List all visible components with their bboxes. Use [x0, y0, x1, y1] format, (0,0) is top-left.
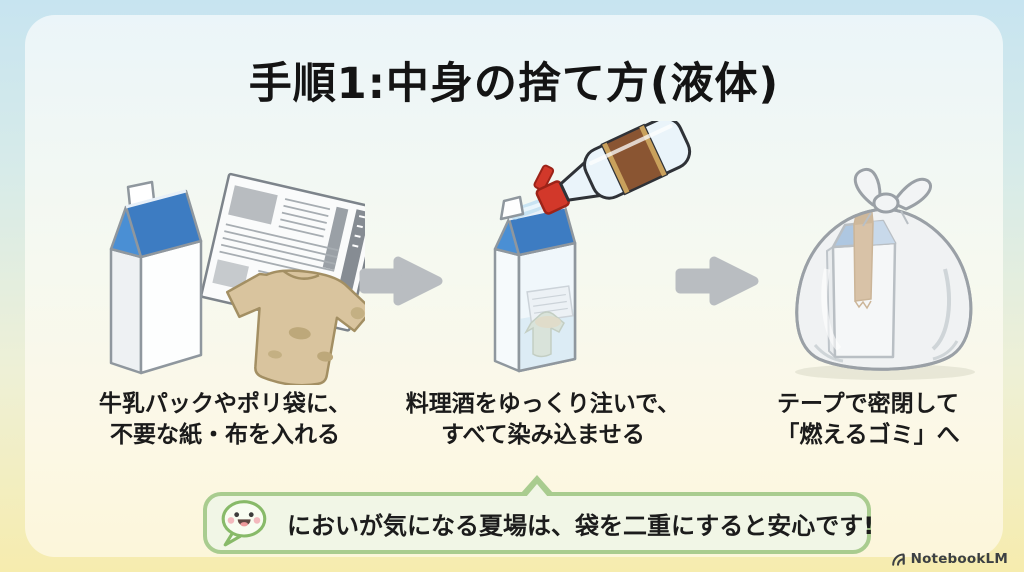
arrow-right-icon: [675, 256, 759, 306]
bottle-pouring-into-carton-illustration: [493, 121, 692, 373]
step1-caption-line2: 不要な紙・布を入れる: [110, 422, 340, 448]
step3-caption: テープで密閉して 「燃えるゴミ」へ: [703, 389, 1024, 451]
callout-notch-fill: [526, 484, 548, 497]
page-title: 手順1:中身の捨て方(液体): [248, 59, 780, 109]
slide-card: 手順1:中身の捨て方(液体): [25, 15, 1003, 557]
step3-caption-line1: テープで密閉して: [777, 391, 959, 417]
step2-caption-line1: 料理酒をゆっくり注いで、: [405, 391, 681, 417]
milk-carton-newspaper-shirt-illustration: [109, 172, 365, 385]
notebooklm-watermark: NotebookLM: [891, 551, 1008, 567]
step2-caption: 料理酒をゆっくり注いで、 すべて染み込ませる: [378, 389, 708, 451]
tip-text: においが気になる夏場は、袋を二重にすると安心です!: [287, 511, 875, 540]
tip-callout: においが気になる夏場は、袋を二重にすると安心です!: [203, 475, 875, 554]
speech-bubble-face-icon: [221, 500, 267, 547]
arrow-right-icon: [359, 256, 443, 306]
brand-label: NotebookLM: [910, 551, 1008, 567]
step1-caption: 牛乳パックやポリ袋に、 不要な紙・布を入れる: [60, 389, 390, 451]
step3-caption-line2: 「燃えるゴミ」へ: [776, 422, 960, 448]
step1-caption-line1: 牛乳パックやポリ袋に、: [98, 391, 352, 417]
notebooklm-logo-icon: [891, 553, 905, 566]
step2-caption-line2: すべて染み込ませる: [441, 422, 645, 448]
taped-carton-in-bag-illustration: [795, 167, 975, 380]
